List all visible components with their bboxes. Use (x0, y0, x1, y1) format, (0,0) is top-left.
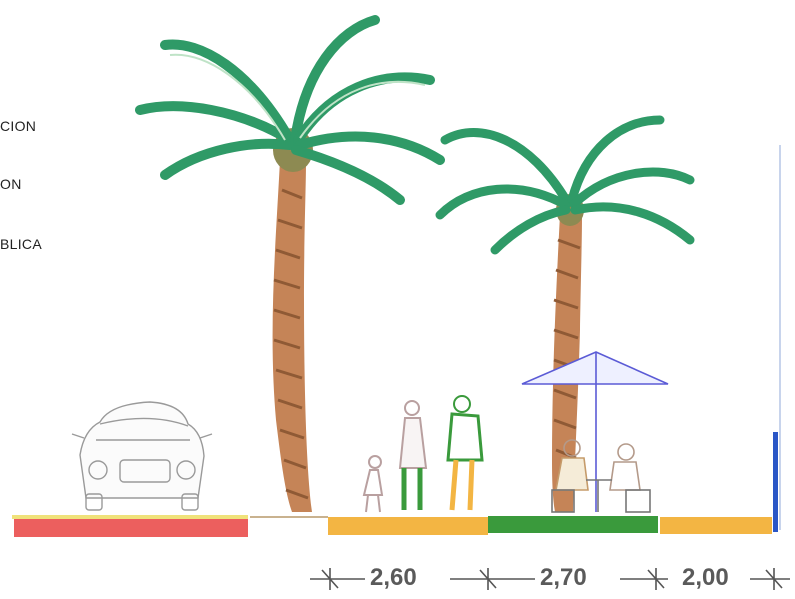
car-sketch (71, 401, 213, 511)
small-palm-fronds (435, 115, 695, 255)
walk-strip-2 (660, 517, 772, 534)
building-facade (773, 145, 781, 532)
legend-item-2: ON (0, 176, 22, 192)
pedestrians-sketch (362, 395, 484, 513)
legend-item-3: BLICA (0, 236, 42, 252)
green-strip (488, 516, 658, 533)
dimension-line (310, 568, 790, 590)
ground-strips (12, 515, 772, 537)
tick-1 (321, 568, 339, 590)
dimension-label-3: 2,00 (682, 564, 729, 591)
road-strip (14, 519, 248, 537)
tick-2 (479, 568, 497, 590)
tick-3 (647, 568, 665, 590)
small-palm-tree (435, 115, 695, 512)
legend-item-1: CION (0, 118, 37, 134)
cafe-umbrella-sketch (521, 351, 669, 513)
dimension-label-2: 2,70 (540, 564, 587, 591)
curb-line (12, 515, 248, 519)
large-palm-tree (135, 15, 445, 512)
walk-strip-1 (328, 517, 488, 535)
tick-4 (765, 568, 783, 590)
large-palm-trunk (272, 160, 312, 512)
dimension-label-1: 2,60 (370, 564, 417, 591)
large-palm-fronds (135, 15, 445, 205)
